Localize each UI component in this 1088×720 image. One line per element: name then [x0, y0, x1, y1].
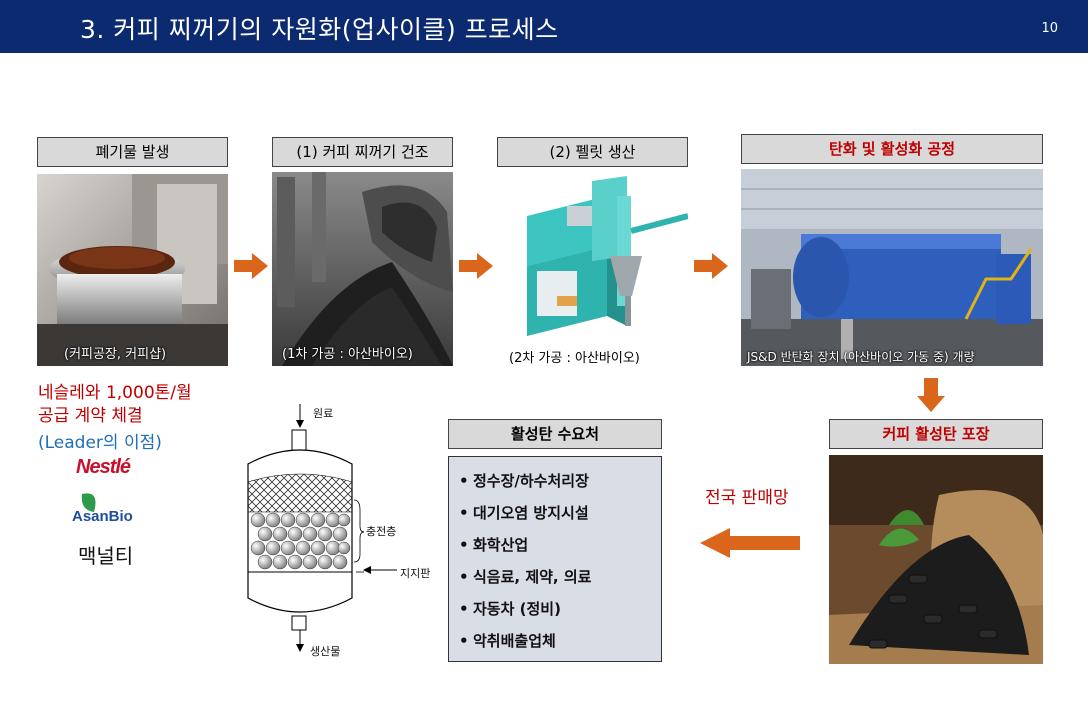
step-label-pellet: (2) 펠릿 생산 — [497, 137, 688, 167]
step-label-waste: 폐기물 발생 — [37, 137, 228, 167]
bullet-icon: • — [459, 632, 469, 650]
flow-arrow-right-3 — [694, 253, 728, 279]
flow-arrow-left — [700, 528, 800, 558]
caption-waste: (커피공장, 커피샵) — [64, 347, 167, 362]
page-number: 10 — [1041, 21, 1058, 36]
demand-item-label: 대기오염 방지시설 — [473, 504, 589, 522]
demand-item-label: 정수장/하수처리장 — [473, 472, 589, 490]
list-item: •식음료, 제약, 의료 — [459, 565, 661, 597]
diagram-label-output: 생산물 — [310, 645, 341, 658]
sales-network-label: 전국 판매망 — [705, 488, 789, 508]
bullet-icon: • — [459, 568, 469, 586]
bullet-icon: • — [459, 600, 469, 618]
nestle-logo: Nestlé — [76, 456, 131, 478]
packed-bed-diagram — [247, 404, 365, 652]
list-item: •대기오염 방지시설 — [459, 501, 661, 533]
list-item: •화학산업 — [459, 533, 661, 565]
contract-line-1: 네슬레와 1,000톤/월 — [38, 383, 192, 403]
demand-item-label: 식음료, 제약, 의료 — [473, 568, 592, 586]
asanbio-logo: AsanBio — [70, 490, 144, 532]
flow-arrow-right-1 — [234, 253, 268, 279]
caption-drying: (1차 가공 : 아산바이오) — [282, 347, 413, 362]
asanbio-leaf-icon — [81, 493, 96, 512]
asanbio-logo-text: AsanBio — [72, 508, 133, 525]
caption-carbonization: JS&D 반탄화 장치 (아산바이오 가동 중) 개량 — [747, 350, 975, 364]
list-item: •자동차 (정비) — [459, 597, 661, 629]
demand-item-label: 자동차 (정비) — [473, 600, 561, 618]
carbonization-plant-photo — [741, 169, 1043, 366]
list-item: •악취배출업체 — [459, 629, 661, 661]
header-bar: 3. 커피 찌꺼기의 자원화(업사이클) 프로세스 10 — [0, 0, 1088, 53]
demand-item-label: 화학산업 — [473, 536, 529, 554]
diagram-label-packing: 충전층 — [366, 525, 397, 538]
contract-line-2: 공급 계약 체결 — [38, 406, 143, 426]
bullet-icon: • — [459, 472, 469, 490]
macnelty-logo: 맥널티 — [78, 544, 134, 568]
diagram-label-input: 원료 — [313, 407, 334, 420]
page-title: 3. 커피 찌꺼기의 자원화(업사이클) 프로세스 — [80, 15, 559, 44]
activated-carbon-photo — [829, 455, 1043, 664]
coffee-grounds-photo — [37, 174, 228, 366]
step-label-drying: (1) 커피 찌꺼기 건조 — [272, 137, 453, 167]
step-label-carbonization: 탄화 및 활성화 공정 — [741, 134, 1043, 164]
flow-arrow-down — [917, 378, 945, 412]
pellet-machine-illustration — [497, 176, 688, 346]
demand-list: •정수장/하수처리장 •대기오염 방지시설 •화학산업 •식음료, 제약, 의료… — [449, 457, 661, 661]
demand-item-label: 악취배출업체 — [473, 632, 556, 650]
bullet-icon: • — [459, 504, 469, 522]
list-item: •정수장/하수처리장 — [459, 469, 661, 501]
dried-grounds-photo — [272, 172, 453, 366]
flow-arrow-right-2 — [459, 253, 493, 279]
caption-pellet: (2차 가공 : 아산바이오) — [509, 351, 640, 366]
support-plate-arrow — [363, 566, 397, 574]
step-label-packaging: 커피 활성탄 포장 — [829, 419, 1043, 449]
demand-title: 활성탄 수요처 — [448, 419, 662, 449]
diagram-label-support: 지지판 — [400, 567, 431, 580]
demand-list-box: •정수장/하수처리장 •대기오염 방지시설 •화학산업 •식음료, 제약, 의료… — [448, 456, 662, 662]
bullet-icon: • — [459, 536, 469, 554]
leader-advantage: (Leader의 이점) — [38, 433, 162, 453]
